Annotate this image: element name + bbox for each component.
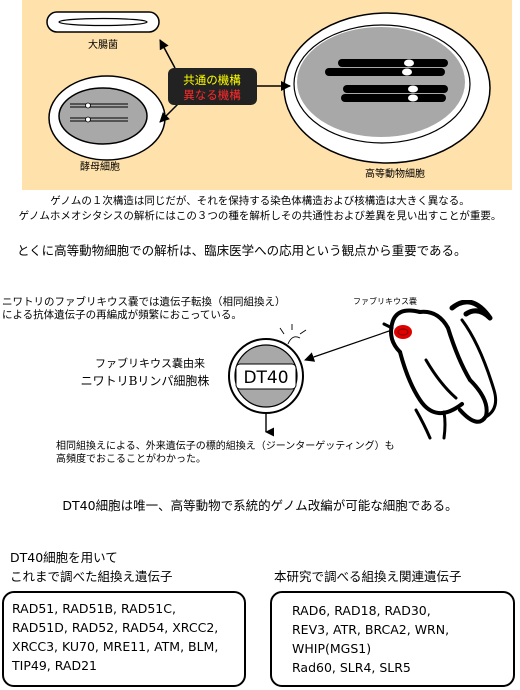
species-comparison-diagram: 共通の機構 異なる機構 大腸菌 酵母細胞 高等動物細胞 bbox=[46, 11, 491, 180]
different-mechanism-label: 異なる機構 bbox=[183, 88, 241, 102]
gene-line: XRCC3, KU70, MRE11, ATM, BLM, bbox=[12, 639, 219, 654]
sparkle-icon bbox=[279, 324, 307, 345]
dt40-diagram: DT40 bbox=[228, 300, 498, 440]
fabricius-bursa-label: ファブリキウス嚢 bbox=[353, 297, 417, 306]
fabricius-description-line-1: ニワトリのファブリキウス嚢では遺伝子転換（相同組換え） bbox=[2, 296, 286, 308]
arrow-chicken-to-dt40 bbox=[304, 329, 393, 362]
chicken-drawing bbox=[382, 300, 498, 440]
target-genes-box: RAD6, RAD18, RAD30, REV3, ATR, BRCA2, WR… bbox=[270, 591, 515, 687]
gene-line: WHIP(MGS1) bbox=[292, 641, 372, 656]
cell-line-name: ニワトリBリンパ細胞株 bbox=[80, 374, 210, 388]
caption-line-2: ゲノムホメオシタシスの解析にはこの３つの種を解析しその共通性および差異を見い出す… bbox=[18, 210, 502, 222]
left-panel-heading: DT40細胞を用いて これまで調べた組換え遺伝子 bbox=[10, 548, 173, 586]
gene-line: REV3, ATR, BRCA2, WRN, bbox=[292, 622, 450, 637]
fabricius-description: ニワトリのファブリキウス嚢では遺伝子転換（相同組換え） による抗体遺伝子の再編成… bbox=[2, 296, 362, 322]
arrow-to-ecoli bbox=[159, 39, 176, 69]
cell-line-origin: ファブリキウス嚢由来 bbox=[95, 357, 205, 370]
studied-genes-box: RAD51, RAD51B, RAD51C, RAD51D, RAD52, RA… bbox=[2, 591, 246, 687]
targeting-description-line-2: 高頻度でおこることがわかった。 bbox=[56, 454, 206, 465]
yeast-cell bbox=[48, 75, 166, 161]
caption-line-1: ゲノムの１次構造は同じだが、それを保持する染色体構造および核構造は大きく異なる。 bbox=[50, 195, 470, 207]
ecoli-cell bbox=[46, 11, 160, 33]
ecoli-label: 大腸菌 bbox=[88, 38, 118, 51]
statement-dt40-unique: DT40細胞は唯一、高等動物で系統的ゲノム改編が可能な細胞である。 bbox=[62, 498, 458, 513]
dt40-label: DT40 bbox=[243, 368, 288, 388]
gene-line: RAD51, RAD51B, RAD51C, bbox=[12, 601, 176, 616]
gene-line: TIP49, RAD21 bbox=[12, 658, 97, 673]
yeast-label: 酵母細胞 bbox=[80, 160, 120, 173]
common-mechanism-label: 共通の機構 bbox=[183, 73, 241, 87]
dt40-cell: DT40 bbox=[228, 338, 304, 414]
statement-clinical-importance: とくに高等動物細胞での解析は、臨床医学への応用という観点から重要である。 bbox=[17, 243, 467, 258]
left-panel-heading-line-1: DT40細胞を用いて bbox=[10, 550, 118, 565]
gene-line: Rad60, SLR4, SLR5 bbox=[292, 660, 411, 675]
targeting-description: 相同組換えによる、外来遺伝子の標的組換え（ジーンターゲッティング）も 高頻度でお… bbox=[56, 440, 476, 466]
fabricius-bursa-mark bbox=[394, 325, 412, 339]
mechanism-box bbox=[168, 68, 257, 105]
higher-cell-label: 高等動物細胞 bbox=[365, 167, 425, 180]
targeting-description-line-1: 相同組換えによる、外来遺伝子の標的組換え（ジーンターゲッティング）も bbox=[56, 441, 395, 452]
arrow-to-yeast bbox=[159, 103, 179, 123]
right-panel-heading: 本研究で調べる組換え関連遺伝子 bbox=[274, 569, 462, 584]
fabricius-description-line-2: による抗体遺伝子の再編成が頻繁におこっている。 bbox=[2, 309, 242, 321]
gene-line: RAD6, RAD18, RAD30, bbox=[292, 603, 431, 618]
left-panel-heading-line-2: これまで調べた組換え遺伝子 bbox=[10, 569, 173, 584]
gene-line: RAD51D, RAD52, RAD54, XRCC2, bbox=[12, 620, 219, 635]
higher-animal-cell bbox=[283, 12, 491, 164]
